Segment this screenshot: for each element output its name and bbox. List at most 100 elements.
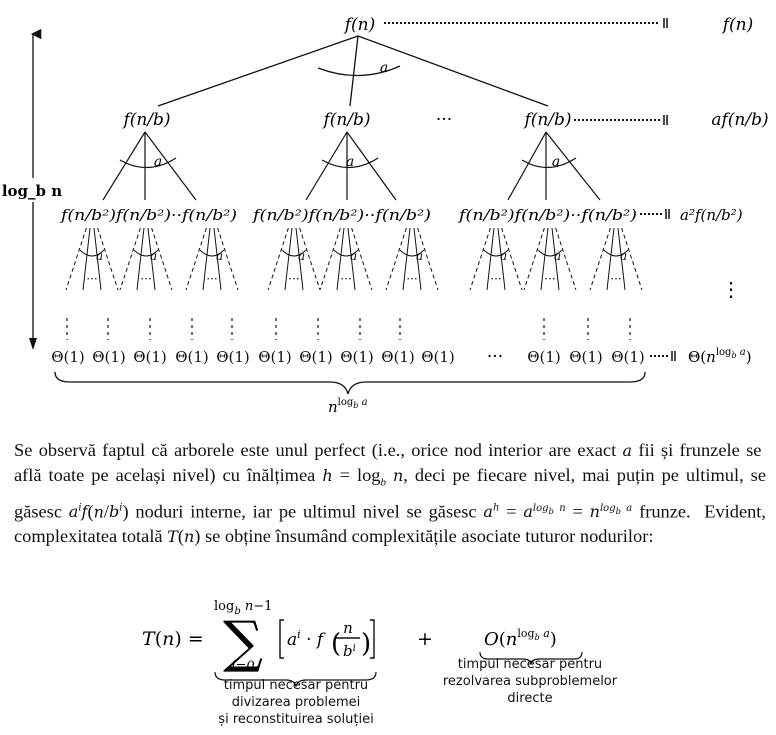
subtree-branch: [540, 227, 549, 291]
caption1-line3: și reconstituirea soluției: [218, 712, 373, 727]
leaf-node: Θ(1): [421, 348, 455, 366]
subtree-branch: [413, 227, 422, 291]
formula-term2: O(nlogb a): [484, 627, 557, 650]
subtree-branch: [617, 227, 626, 291]
level2-nodes-group: f(n/b²)f(n/b²)··f(n/b²): [252, 208, 431, 224]
height-label: log_b n: [2, 182, 62, 200]
subtree-branch: [299, 227, 321, 291]
leaf-node: Θ(1): [175, 348, 209, 366]
subtree-branch: [93, 227, 102, 291]
leaf-node: Θ(1): [569, 348, 603, 366]
fraction-denominator: bi: [343, 642, 356, 660]
leaf-connectors: [66, 318, 631, 340]
subtree-branch: [82, 227, 91, 291]
level1-ellipsis: ···: [436, 110, 452, 130]
level1-node: f(n/b): [321, 110, 370, 130]
root-branches: [157, 35, 549, 107]
branch-factor-label: a: [216, 249, 223, 263]
level2-cost: a²f(n/b²): [680, 206, 743, 224]
leaf-count-brace: [54, 371, 646, 395]
leaf-node: Θ(1): [527, 348, 561, 366]
subtree-arc: [199, 249, 225, 257]
root-level-cost: f(n): [721, 15, 754, 35]
subtree-branch: [589, 227, 611, 291]
level1-node: f(n/b): [522, 110, 571, 130]
subtree-branch: [65, 227, 87, 291]
leaf-node: Θ(1): [258, 348, 292, 366]
subtree-arc: [537, 249, 563, 257]
leaf-row: Θ(1) Θ(1) Θ(1) Θ(1) Θ(1) Θ(1) Θ(1) Θ(1) Θ(1) Θ(1)…: [51, 348, 645, 366]
height-arrow-tip: [29, 338, 37, 350]
formula-plus: +: [417, 628, 433, 650]
branch-factor-label: a: [416, 249, 423, 263]
caption2-line1: timpul necesar pentru: [458, 657, 602, 672]
level1-cost: af(n/b): [711, 110, 768, 130]
leaf-node: Θ(1): [611, 348, 645, 366]
subtree-branch: [523, 227, 545, 291]
leaf-node: Θ(1): [216, 348, 250, 366]
subtree-ellipsis: ···: [86, 272, 97, 286]
branch-factor-label: a: [350, 249, 357, 263]
leaf-node: Θ(1): [92, 348, 126, 366]
sum-upper-limit: logb n−1: [214, 599, 272, 617]
subtree-branch: [555, 227, 577, 291]
subtree-arc: [483, 249, 509, 257]
subtree-arc: [399, 249, 425, 257]
subtree-ellipsis: ···: [288, 272, 299, 286]
subtree-branch: [501, 227, 523, 291]
paren-right: ): [361, 629, 371, 659]
underbrace-1: [214, 671, 377, 688]
leaf-node: Θ(1): [299, 348, 333, 366]
subtree-branch: [621, 227, 643, 291]
subtree-arc: [281, 249, 307, 257]
subtree-branch: [202, 227, 211, 291]
subtree-branch: [497, 227, 506, 291]
subtree-branch: [469, 227, 491, 291]
leaf-node: Θ(1): [340, 348, 374, 366]
subtree-branch: [136, 227, 145, 291]
subtree-branch: [402, 227, 411, 291]
subtree-ellipsis: ···: [406, 272, 417, 286]
branch-factor-label: a: [554, 249, 561, 263]
leaf-node: Θ(1): [51, 348, 85, 366]
branch-factor-label: a: [552, 154, 560, 170]
subtree-branch: [185, 227, 207, 291]
sum-symbol: ∑: [223, 610, 263, 675]
branch-factor-label: a: [154, 154, 162, 170]
subtree-branch: [606, 227, 615, 291]
level2-nodes-group: f(n/b²)f(n/b²)··f(n/b²): [60, 208, 237, 224]
caption2-line2: rezolvarea subproblemelor: [443, 674, 618, 689]
subtree-branch: [551, 227, 560, 291]
subtree-ellipsis: ···: [206, 272, 217, 286]
dotted-leaders: [384, 22, 668, 357]
sum-lower-limit: i=0: [231, 659, 254, 674]
formula-lhs: T(n) =: [142, 628, 204, 650]
leader-ends: [663, 18, 676, 361]
subtree-branch: [347, 227, 356, 291]
subtree-branch: [217, 227, 239, 291]
subtree-branch: [319, 227, 341, 291]
level1-branches: [102, 131, 601, 201]
subtree-branch: [97, 227, 119, 291]
level2-branches: a···a···a···a···a···a···a···a···a···: [65, 227, 643, 291]
leaf-node: Θ(1): [381, 348, 415, 366]
bracket-term: [279, 619, 375, 659]
vertical-ellipsis: ⋮: [721, 277, 741, 301]
leaf-ellipsis: ···: [487, 347, 503, 367]
branch-factor-label: a: [150, 249, 157, 263]
explanation-paragraph: Se observă faptul că arborele este unul …: [14, 440, 767, 546]
subtree-arc: [133, 249, 159, 257]
caption1-line2: divizarea problemei: [232, 695, 361, 710]
subtree-branch: [486, 227, 495, 291]
root-node: f(n): [343, 15, 376, 35]
subtree-branch: [147, 227, 156, 291]
subtree-ellipsis: ···: [140, 272, 151, 286]
subtree-branch: [267, 227, 289, 291]
level2-nodes-group: f(n/b²)f(n/b²)··f(n/b²): [458, 208, 637, 224]
subtree-branch: [385, 227, 407, 291]
branch-factor-label: a: [380, 60, 388, 76]
caption2-line3: directe: [507, 691, 552, 706]
caption1-line1: timpul necesar pentru: [224, 678, 368, 693]
bracket-term-text: ai · f: [287, 628, 326, 650]
